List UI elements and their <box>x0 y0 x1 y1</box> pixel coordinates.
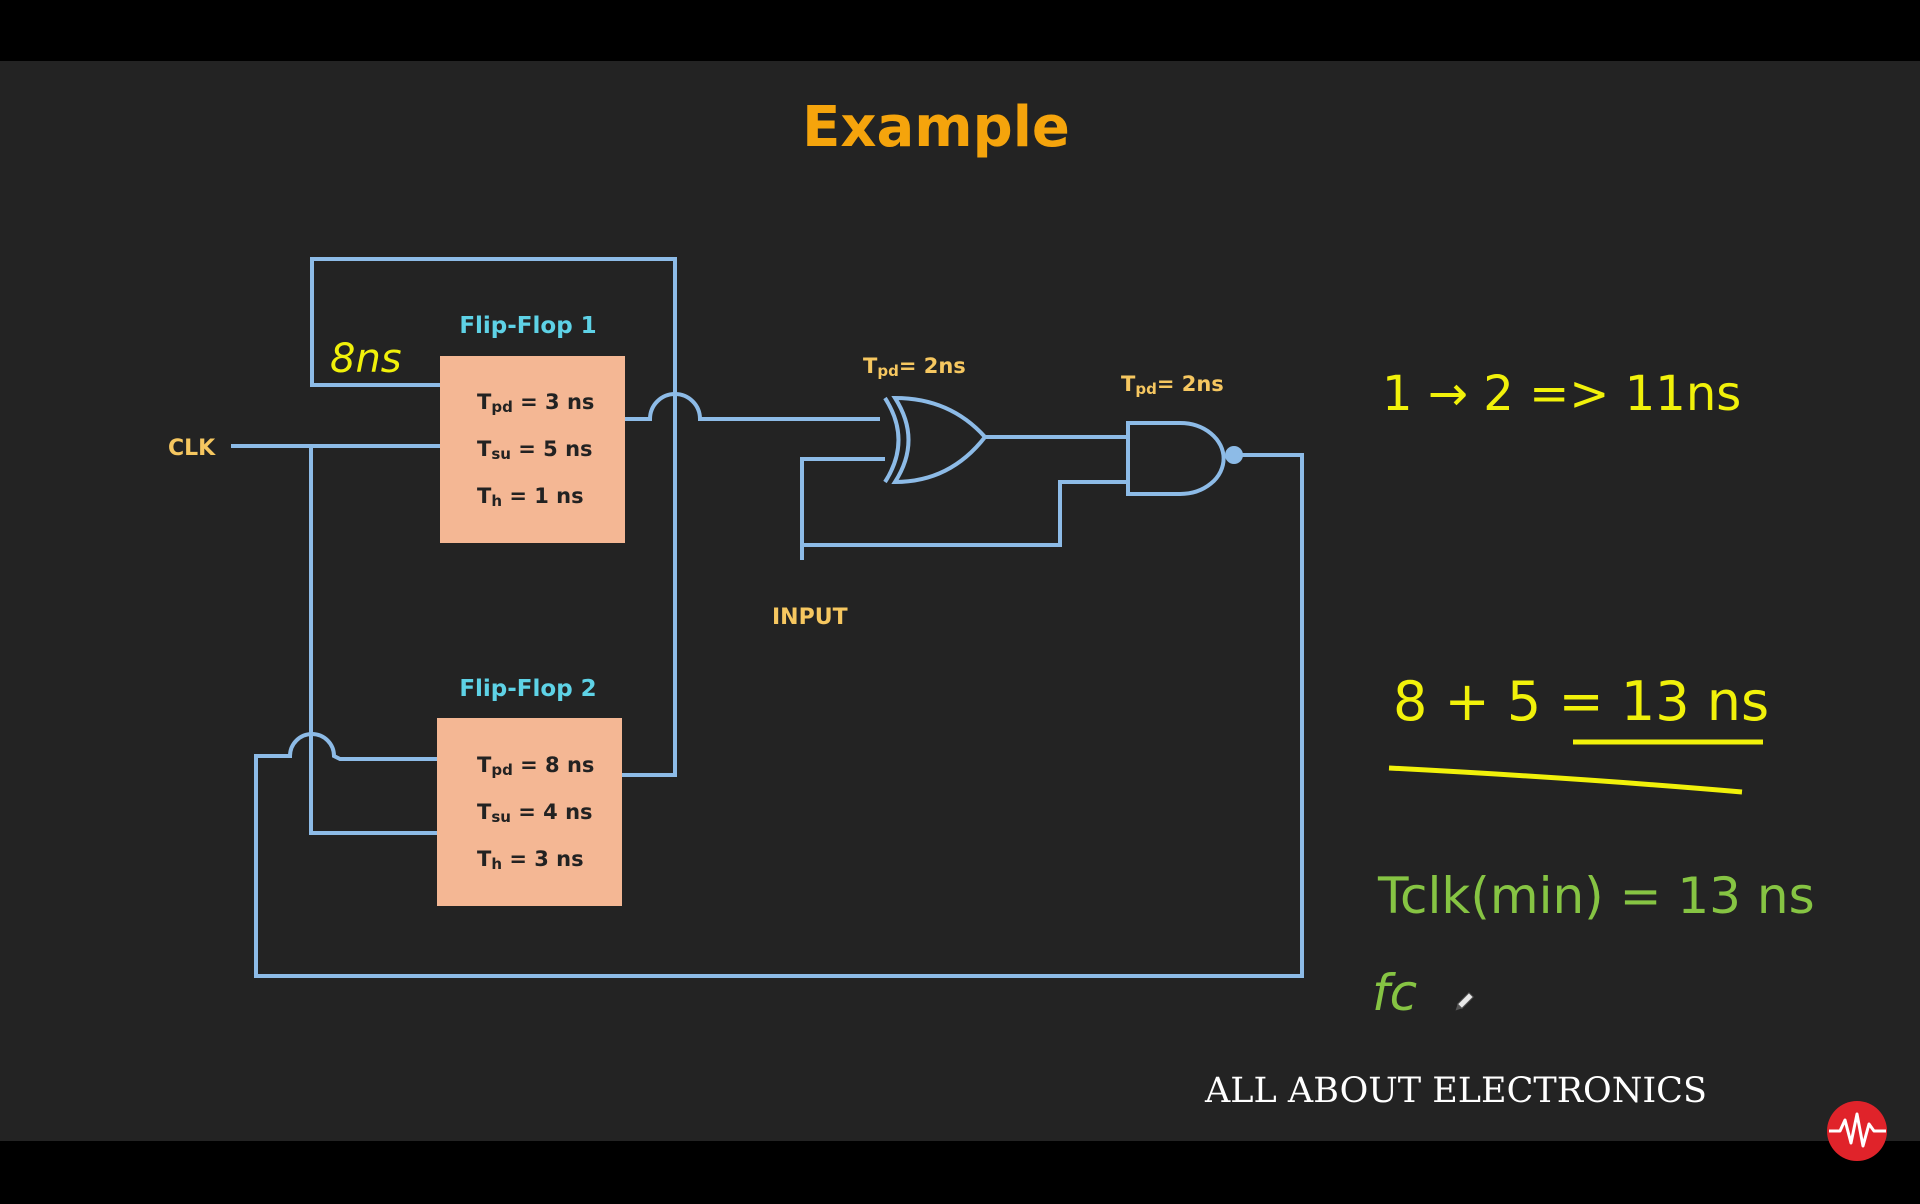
wires <box>231 257 1304 978</box>
nand-tpd-sub: pd <box>1135 380 1156 398</box>
wire-clk-ff2 <box>309 446 437 835</box>
wire-ff1-out <box>625 392 870 421</box>
ff1-th-value: 1 ns <box>534 484 583 508</box>
watermark-text: ALL ABOUT ELECTRONICS <box>1204 1071 1707 1111</box>
nand-body <box>1126 421 1226 496</box>
wire-input <box>800 457 885 560</box>
slide-background <box>0 61 1920 1141</box>
flip-flop-2: Flip-Flop 2 Tpd = 8 ns Tsu = 4 ns Th = 3… <box>437 676 622 906</box>
flip-flop-1: Flip-Flop 1 Tpd = 3 ns Tsu = 5 ns Th = 1… <box>440 313 625 543</box>
ff2-tpd-value: 8 ns <box>545 753 594 777</box>
ff1-tpd-value: 3 ns <box>545 390 594 414</box>
annotation-feedback-delay: 8ns <box>330 336 402 382</box>
annotation-path-1-2: 1 → 2 => 11ns <box>1382 366 1741 422</box>
clk-label: CLK <box>168 436 216 461</box>
ff1-tsu-value: 5 ns <box>543 437 592 461</box>
wire-input-nand <box>802 480 1128 547</box>
annotation-tclk-min: Tclk(min) = 13 ns <box>1377 867 1815 925</box>
ff2-th-value: 3 ns <box>534 847 583 871</box>
slide-title: Example <box>802 95 1070 160</box>
ff2-tsu-value: 4 ns <box>543 800 592 824</box>
nand-tpd-label: Tpd= 2ns <box>1121 372 1224 398</box>
xor-tpd-value: = 2ns <box>899 354 966 378</box>
xor-body <box>891 395 988 485</box>
ff2-th: Th = 3 ns <box>477 847 584 873</box>
nand-gate: Tpd= 2ns <box>1121 372 1243 496</box>
wire-ff2-out-feedback <box>310 257 677 777</box>
flip-flop-1-box <box>440 356 625 543</box>
annotation-underline-long <box>1388 765 1743 795</box>
wire-nand-feedback <box>254 453 1304 978</box>
annotation-fclk-partial: fc <box>1372 964 1417 1022</box>
flip-flop-2-label: Flip-Flop 2 <box>459 676 596 702</box>
brand-logo-icon[interactable] <box>1827 1101 1887 1161</box>
ff2-tpd: Tpd = 8 ns <box>477 753 594 779</box>
annotation-sum: 8 + 5 = 13 ns <box>1393 670 1769 733</box>
nand-tpd-value: = 2ns <box>1157 372 1224 396</box>
flip-flop-1-label: Flip-Flop 1 <box>459 313 596 339</box>
xor-extra-curve <box>883 396 901 484</box>
nand-bubble <box>1225 446 1243 464</box>
flip-flop-2-box <box>437 718 622 906</box>
xor-tpd-sub: pd <box>877 362 898 380</box>
input-label: INPUT <box>772 605 848 630</box>
